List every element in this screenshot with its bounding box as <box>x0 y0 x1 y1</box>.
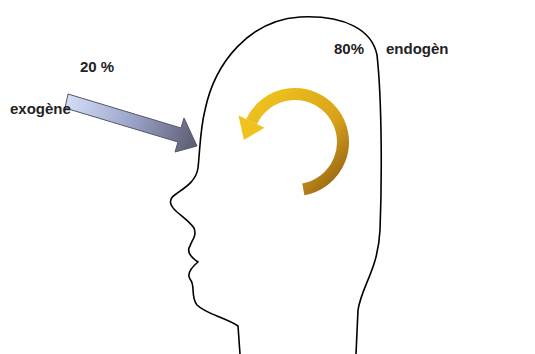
head-outline <box>170 17 381 354</box>
circular-arrow <box>252 94 343 189</box>
percentage-label: 20 % <box>80 58 114 76</box>
source-label: exogène <box>10 100 71 118</box>
percentage-label: 80% <box>334 40 364 58</box>
exogenous-arrow <box>65 94 197 152</box>
source-label: endogèn <box>386 40 449 58</box>
circular-arrowhead <box>239 116 265 140</box>
